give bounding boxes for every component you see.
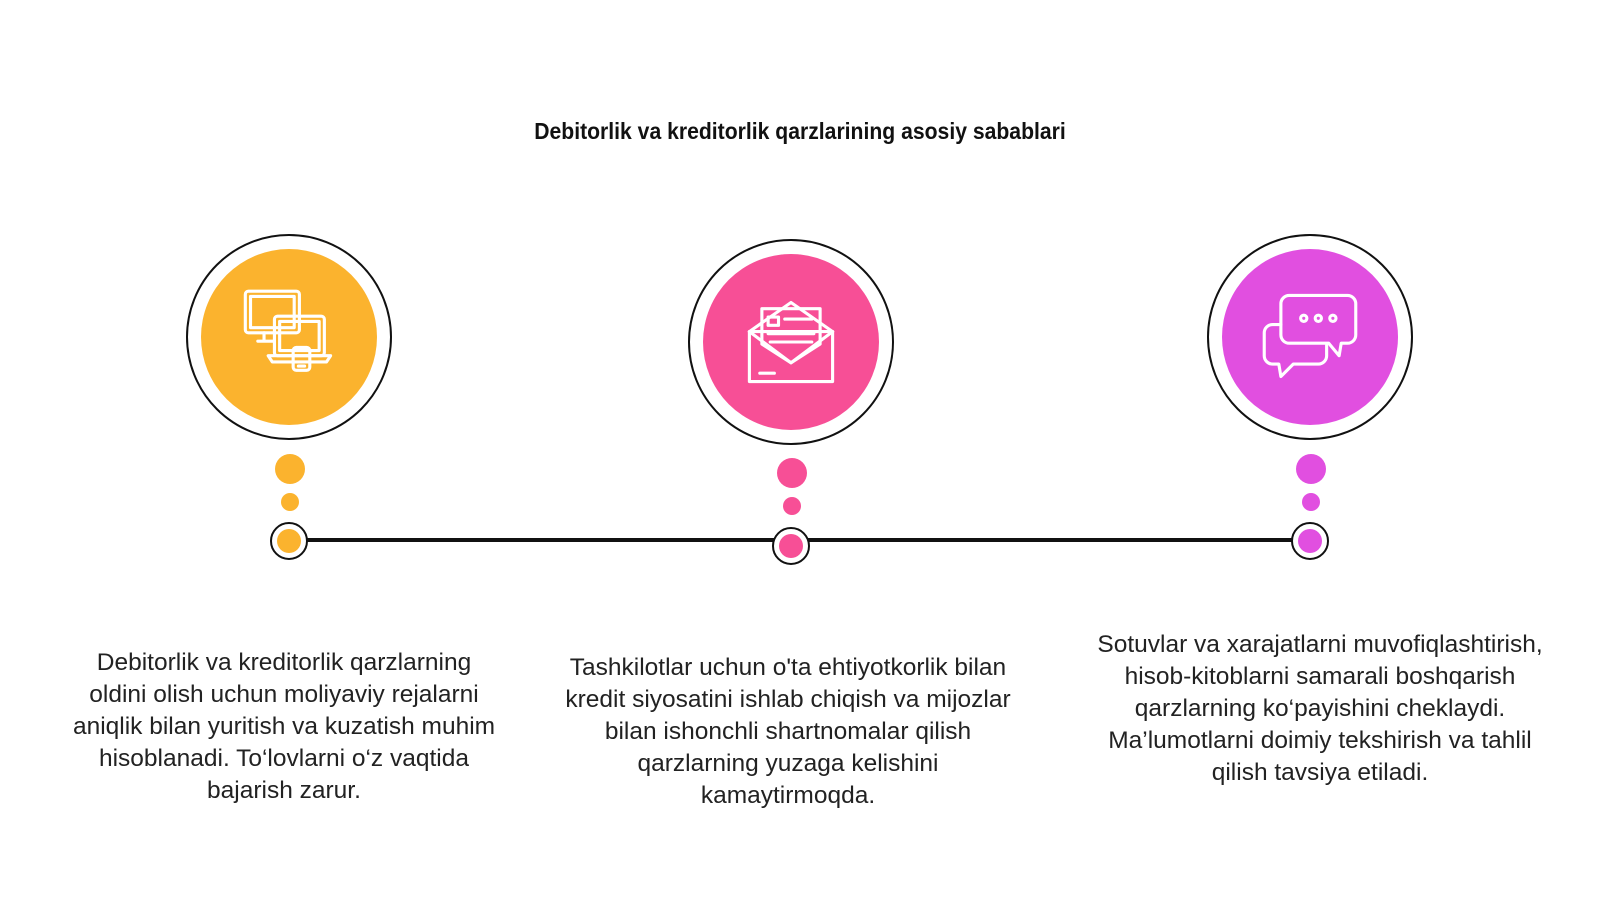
step-2-connector-dot-small [783, 497, 801, 515]
timeline-line [290, 538, 1311, 542]
step-2-connector-dot-large [777, 458, 807, 488]
envelope-letter-icon [747, 300, 835, 384]
chat-bubbles-icon [1262, 293, 1358, 379]
step-3-icon-disc [1222, 249, 1398, 425]
step-1-icon-ring [186, 234, 392, 440]
step-2-description: Tashkilotlar uchun o'ta ehtiyotkorlik bi… [565, 654, 1011, 809]
step-3-icon-ring [1207, 234, 1413, 440]
step-2-timeline-node [772, 527, 810, 565]
step-3-description: Sotuvlar va xarajatlarni muvofiqlashtiri… [1097, 631, 1543, 786]
step-2-icon-ring [688, 239, 894, 445]
diagram-title: Debitorlik va kreditorlik qarzlarining a… [534, 118, 1066, 144]
step-1-description: Debitorlik va kreditorlik qarzlarning ol… [72, 649, 496, 804]
step-1-connector-dot-large [275, 454, 305, 484]
step-3-connector-dot-large [1296, 454, 1326, 484]
step-2-icon-disc [703, 254, 879, 430]
devices-icon [243, 289, 333, 372]
step-1-connector-dot-small [281, 493, 299, 511]
step-1-icon-disc [201, 249, 377, 425]
step-3-connector-dot-small [1302, 493, 1320, 511]
